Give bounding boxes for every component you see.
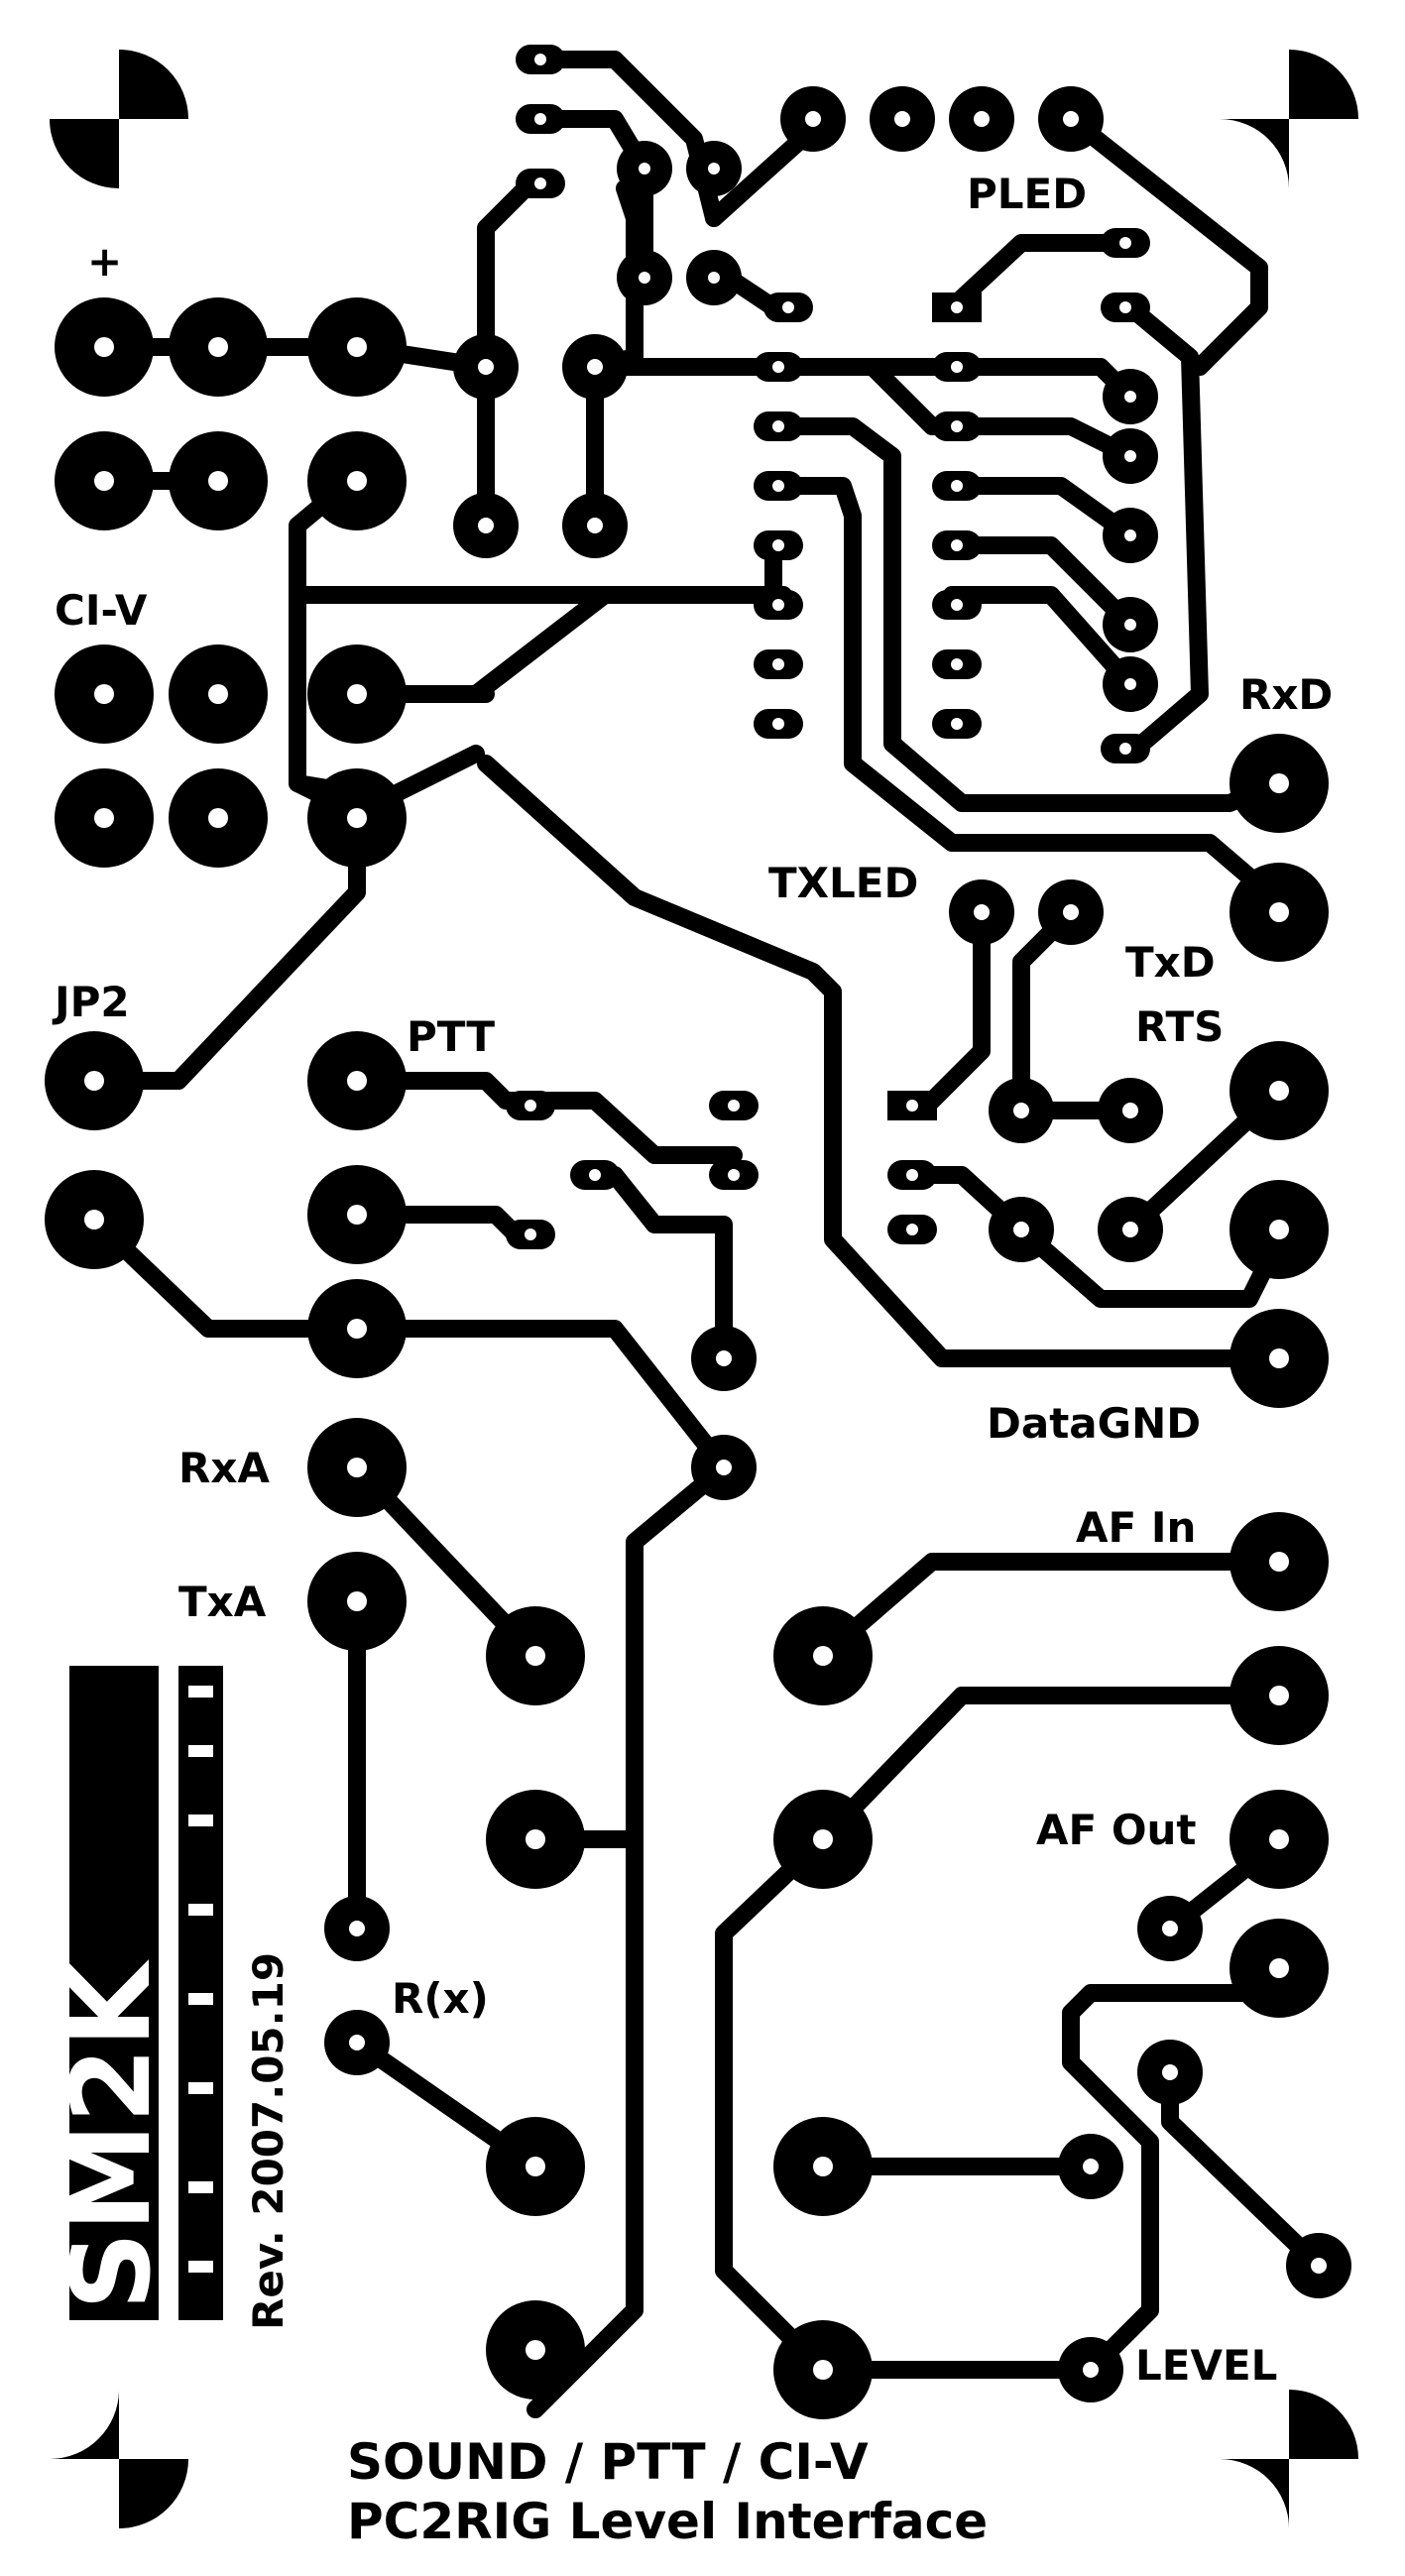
trace	[913, 903, 991, 1119]
label-afout: AF Out	[1036, 1806, 1197, 1854]
trace	[943, 234, 1139, 316]
label-txled: TXLED	[768, 859, 918, 907]
sm2k-logo: SM2K	[48, 1666, 223, 2320]
trace	[814, 1553, 1288, 1665]
trace	[764, 477, 1288, 911]
board-labels: + CI-V PLED RxD TXLED TxD RTS JP2 PTT Da…	[52, 170, 1333, 2390]
trace	[477, 170, 544, 376]
small-pads	[506, 45, 1158, 1249]
trace	[943, 536, 1139, 634]
trace	[527, 110, 653, 287]
registration-marks	[50, 50, 1358, 2528]
trace	[1161, 2063, 1328, 2275]
label-rxd: RxD	[1239, 670, 1333, 719]
label-civ: CI-V	[55, 586, 148, 635]
large-pads	[45, 297, 1329, 2419]
label-level: LEVEL	[1135, 2341, 1277, 2390]
corner-mark-bottom-left	[50, 2390, 188, 2528]
label-rxa: RxA	[178, 1444, 270, 1492]
trace	[764, 417, 1288, 812]
trace	[715, 1830, 832, 2379]
label-txa: TxA	[178, 1578, 267, 1626]
title-line-1: SOUND / PTT / CI-V	[347, 2433, 869, 2491]
trace	[586, 358, 1000, 534]
label-txd: TxD	[1125, 938, 1216, 987]
trace	[814, 1687, 1288, 1848]
trace	[943, 586, 1139, 693]
trace	[527, 1459, 733, 2418]
label-afin: AF In	[1076, 1503, 1196, 1552]
title-line-2: PC2RIG Level Interface	[347, 2493, 988, 2550]
label-rts: RTS	[1135, 1002, 1224, 1051]
label-ptt: PTT	[407, 1012, 495, 1061]
trace	[477, 755, 1288, 1367]
revision-text: Rev. 2007.05.19	[244, 1952, 293, 2330]
label-plus: +	[87, 237, 122, 286]
label-datagnd: DataGND	[987, 1399, 1201, 1448]
corner-mark-bottom-right	[1220, 2390, 1358, 2528]
trace	[85, 1211, 733, 1476]
medium-pads	[324, 86, 1351, 2402]
label-jp2: JP2	[52, 978, 130, 1026]
trace	[943, 477, 1139, 544]
logo-text: SM2K	[48, 1959, 175, 2310]
label-rx: R(x)	[392, 1974, 489, 2023]
label-pled: PLED	[967, 170, 1087, 218]
trace	[1062, 110, 1268, 376]
corner-mark-top-right	[1220, 50, 1358, 188]
corner-mark-top-left	[50, 50, 188, 188]
trace	[1121, 298, 1209, 762]
trace	[467, 586, 614, 703]
